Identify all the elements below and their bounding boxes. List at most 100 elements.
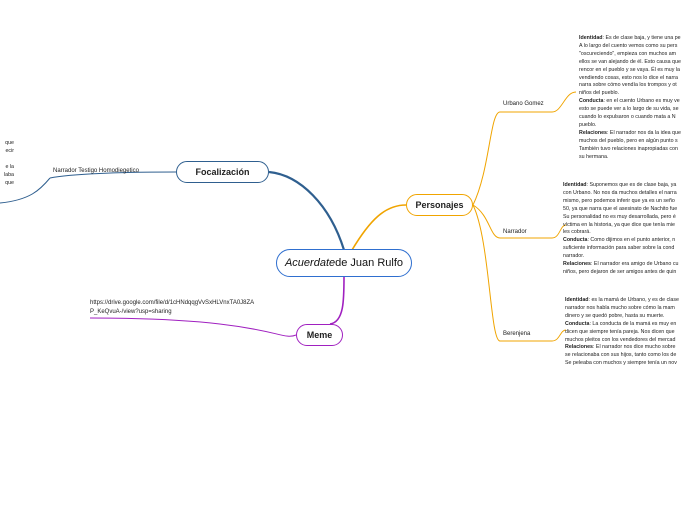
description-text: su hermana.: [579, 153, 609, 160]
central-title-italic: Acuerdate: [284, 257, 336, 269]
description-keyword: Identidad: [565, 297, 589, 303]
description-line: Relaciones: El narrador nos da la idea q…: [579, 130, 696, 138]
berenjena-label[interactable]: Berenjena: [503, 331, 531, 337]
description-text: rencor en el pueblo y se vaya. Él es muy…: [579, 66, 680, 73]
description-line: les cobrará.: [563, 229, 696, 237]
description-text: con Urbano. No nos da muchos detalles el…: [563, 189, 677, 196]
description-line: su hermana.: [579, 154, 696, 162]
link-berenjena-text: [551, 329, 567, 342]
description-text: También tuvo relaciones inapropiadas con: [579, 145, 678, 152]
description-keyword: Conducta: [565, 320, 590, 327]
description-text: mismo, pero podemos inferir que ya es un…: [563, 197, 675, 204]
description-keyword: Conducta: [579, 98, 604, 105]
link-personajes-berenjena: [472, 204, 552, 342]
description-line: niños, pero dejaron de ser amigos antes …: [563, 269, 696, 277]
description-line: niños del pueblo.: [579, 90, 696, 98]
description-text: : Como dijimos en el punto anterior, n: [587, 237, 676, 244]
description-line: Identidad: Suponemos que es de clase baj…: [563, 182, 696, 190]
narrador-description: Identidad: Suponemos que es de clase baj…: [563, 182, 696, 277]
description-text: narra sobre cómo vendía los trompos y ot: [579, 82, 677, 89]
description-text: esto se puede ver a lo largo de su vida,…: [579, 106, 679, 113]
description-text: : El narrador nos dice mucho sobre: [592, 344, 676, 351]
description-text: : Suponemos que es de clase baja, ya: [586, 182, 677, 188]
description-keyword: Relaciones: [563, 261, 591, 268]
narrador-testigo-label[interactable]: Narrador Testigo Homodiegetico: [53, 168, 139, 174]
description-line: narrador.: [563, 253, 696, 261]
urbano-gomez-label[interactable]: Urbano Gomez: [503, 101, 544, 107]
description-line: Relaciones: El narrador era amigo de Urb…: [563, 261, 696, 269]
description-line: muchos pleitos con los vendedores del me…: [565, 337, 696, 345]
focalizacion-node[interactable]: Focalización: [176, 161, 269, 183]
description-line: Relaciones: El narrador nos dice mucho s…: [565, 344, 696, 352]
description-text: A lo largo del cuento vemos como su pers: [579, 42, 678, 49]
description-text: : El narrador era amigo de Urbano cu: [590, 261, 679, 268]
description-text: niños, pero dejaron de ser amigos antes …: [563, 268, 677, 275]
description-text: vendiendo cosas, esto nos lo dice el nar…: [579, 74, 678, 81]
berenjena-description: Identidad: es la mamá de Urbano, y es de…: [565, 297, 696, 368]
description-line: Conducta: en el cuento Urbano es muy ve: [579, 98, 696, 106]
description-line: Se peleaba con muchos y siempre tenía un…: [565, 360, 696, 368]
description-keyword: Relaciones: [579, 129, 607, 136]
description-text: ellos se van alejando de él. Esto causa …: [579, 58, 681, 65]
description-line: dinero y se quedó pobre, hasta su muerte…: [565, 313, 696, 321]
description-line: víctima en la historia, ya que dice que …: [563, 222, 696, 230]
description-text: dicen que siempre tenía pareja. Nos dice…: [565, 328, 675, 335]
description-text: : Es de clase baja, y tiene una pe: [602, 35, 681, 41]
link-narrador-testigo-edge: [0, 177, 51, 204]
description-text: : es la mamá de Urbano, y es de clase: [588, 297, 679, 303]
central-title-rest: de Juan Rulfo: [335, 257, 404, 269]
edge-fragment: que: [5, 179, 14, 186]
description-line: vendiendo cosas, esto nos lo dice el nar…: [579, 75, 696, 83]
description-line: esto se puede ver a lo largo de su vida,…: [579, 106, 696, 114]
focalizacion-label: Focalización: [195, 167, 250, 177]
link-meme-url: [89, 317, 297, 337]
link-focalizacion-narrador-testigo: [49, 171, 177, 179]
description-text: pueblo.: [579, 121, 597, 128]
description-line: narrador nos habla mucho sobre cómo la m…: [565, 305, 696, 313]
description-line: dicen que siempre tenía pareja. Nos dice…: [565, 329, 696, 337]
description-line: Conducta: La conducta de la mamá es muy …: [565, 321, 696, 329]
narrador-label[interactable]: Narrador: [503, 229, 527, 235]
edge-fragment: laba: [3, 171, 14, 178]
description-text: : en el cuento Urbano es muy ve: [603, 98, 680, 105]
description-keyword: Identidad: [579, 35, 603, 41]
description-text: "oscureciendo", empieza con muchos am: [579, 50, 677, 57]
personajes-node[interactable]: Personajes: [406, 194, 473, 216]
description-line: "oscureciendo", empieza con muchos am: [579, 51, 696, 59]
description-line: narra sobre cómo vendía los trompos y ot: [579, 82, 696, 90]
description-text: muchos pleitos con los vendedores del me…: [565, 336, 676, 343]
description-line: suficiente información para saber sobre …: [563, 245, 696, 253]
focalizacion-edge-text: que ecir e la laba que: [0, 140, 14, 187]
description-line: Identidad: es la mamá de Urbano, y es de…: [565, 297, 696, 305]
meme-link-line2: P_KeQvuA-/view?usp=sharing: [90, 309, 172, 315]
description-text: 50, ya que narra que el asesinato de Nac…: [563, 205, 678, 212]
description-text: Se peleaba con muchos y siempre tenía un…: [565, 360, 677, 367]
description-keyword: Identidad: [563, 182, 587, 188]
description-line: Conducta: Como dijimos en el punto anter…: [563, 237, 696, 245]
description-text: : El narrador nos da la idea que: [606, 129, 681, 136]
description-line: con Urbano. No nos da muchos detalles el…: [563, 190, 696, 198]
edge-fragment: e la: [5, 163, 14, 170]
description-line: Identidad: Es de clase baja, y tiene una…: [579, 35, 696, 43]
description-line: mismo, pero podemos inferir que ya es un…: [563, 198, 696, 206]
link-urbano-text: [551, 91, 577, 113]
description-line: muchos del pueblo, pero en algún punto s: [579, 138, 696, 146]
description-line: se relacionaba con sus hijos, tanto como…: [565, 352, 696, 360]
description-text: dinero y se quedó pobre, hasta su muerte…: [565, 312, 665, 319]
central-topic[interactable]: Acuerdate de Juan Rulfo: [276, 249, 412, 277]
meme-node[interactable]: Meme: [296, 324, 343, 346]
description-text: narrador nos habla mucho sobre cómo la m…: [565, 304, 675, 311]
personajes-label: Personajes: [415, 200, 464, 210]
description-line: También tuvo relaciones inapropiadas con: [579, 146, 696, 154]
description-keyword: Conducta: [563, 237, 588, 244]
meme-label: Meme: [306, 330, 333, 340]
edge-fragment: que: [5, 140, 14, 146]
link-central-personajes: [351, 204, 407, 251]
description-line: pueblo.: [579, 122, 696, 130]
link-narrador-text: [551, 224, 567, 239]
description-text: Su personalidad no es muy desarrollada, …: [563, 213, 676, 220]
description-line: rencor en el pueblo y se vaya. Él es muy…: [579, 67, 696, 75]
meme-link[interactable]: https://drive.google.com/file/d/1cHNdqqg…: [90, 299, 254, 317]
description-keyword: Relaciones: [565, 344, 593, 351]
